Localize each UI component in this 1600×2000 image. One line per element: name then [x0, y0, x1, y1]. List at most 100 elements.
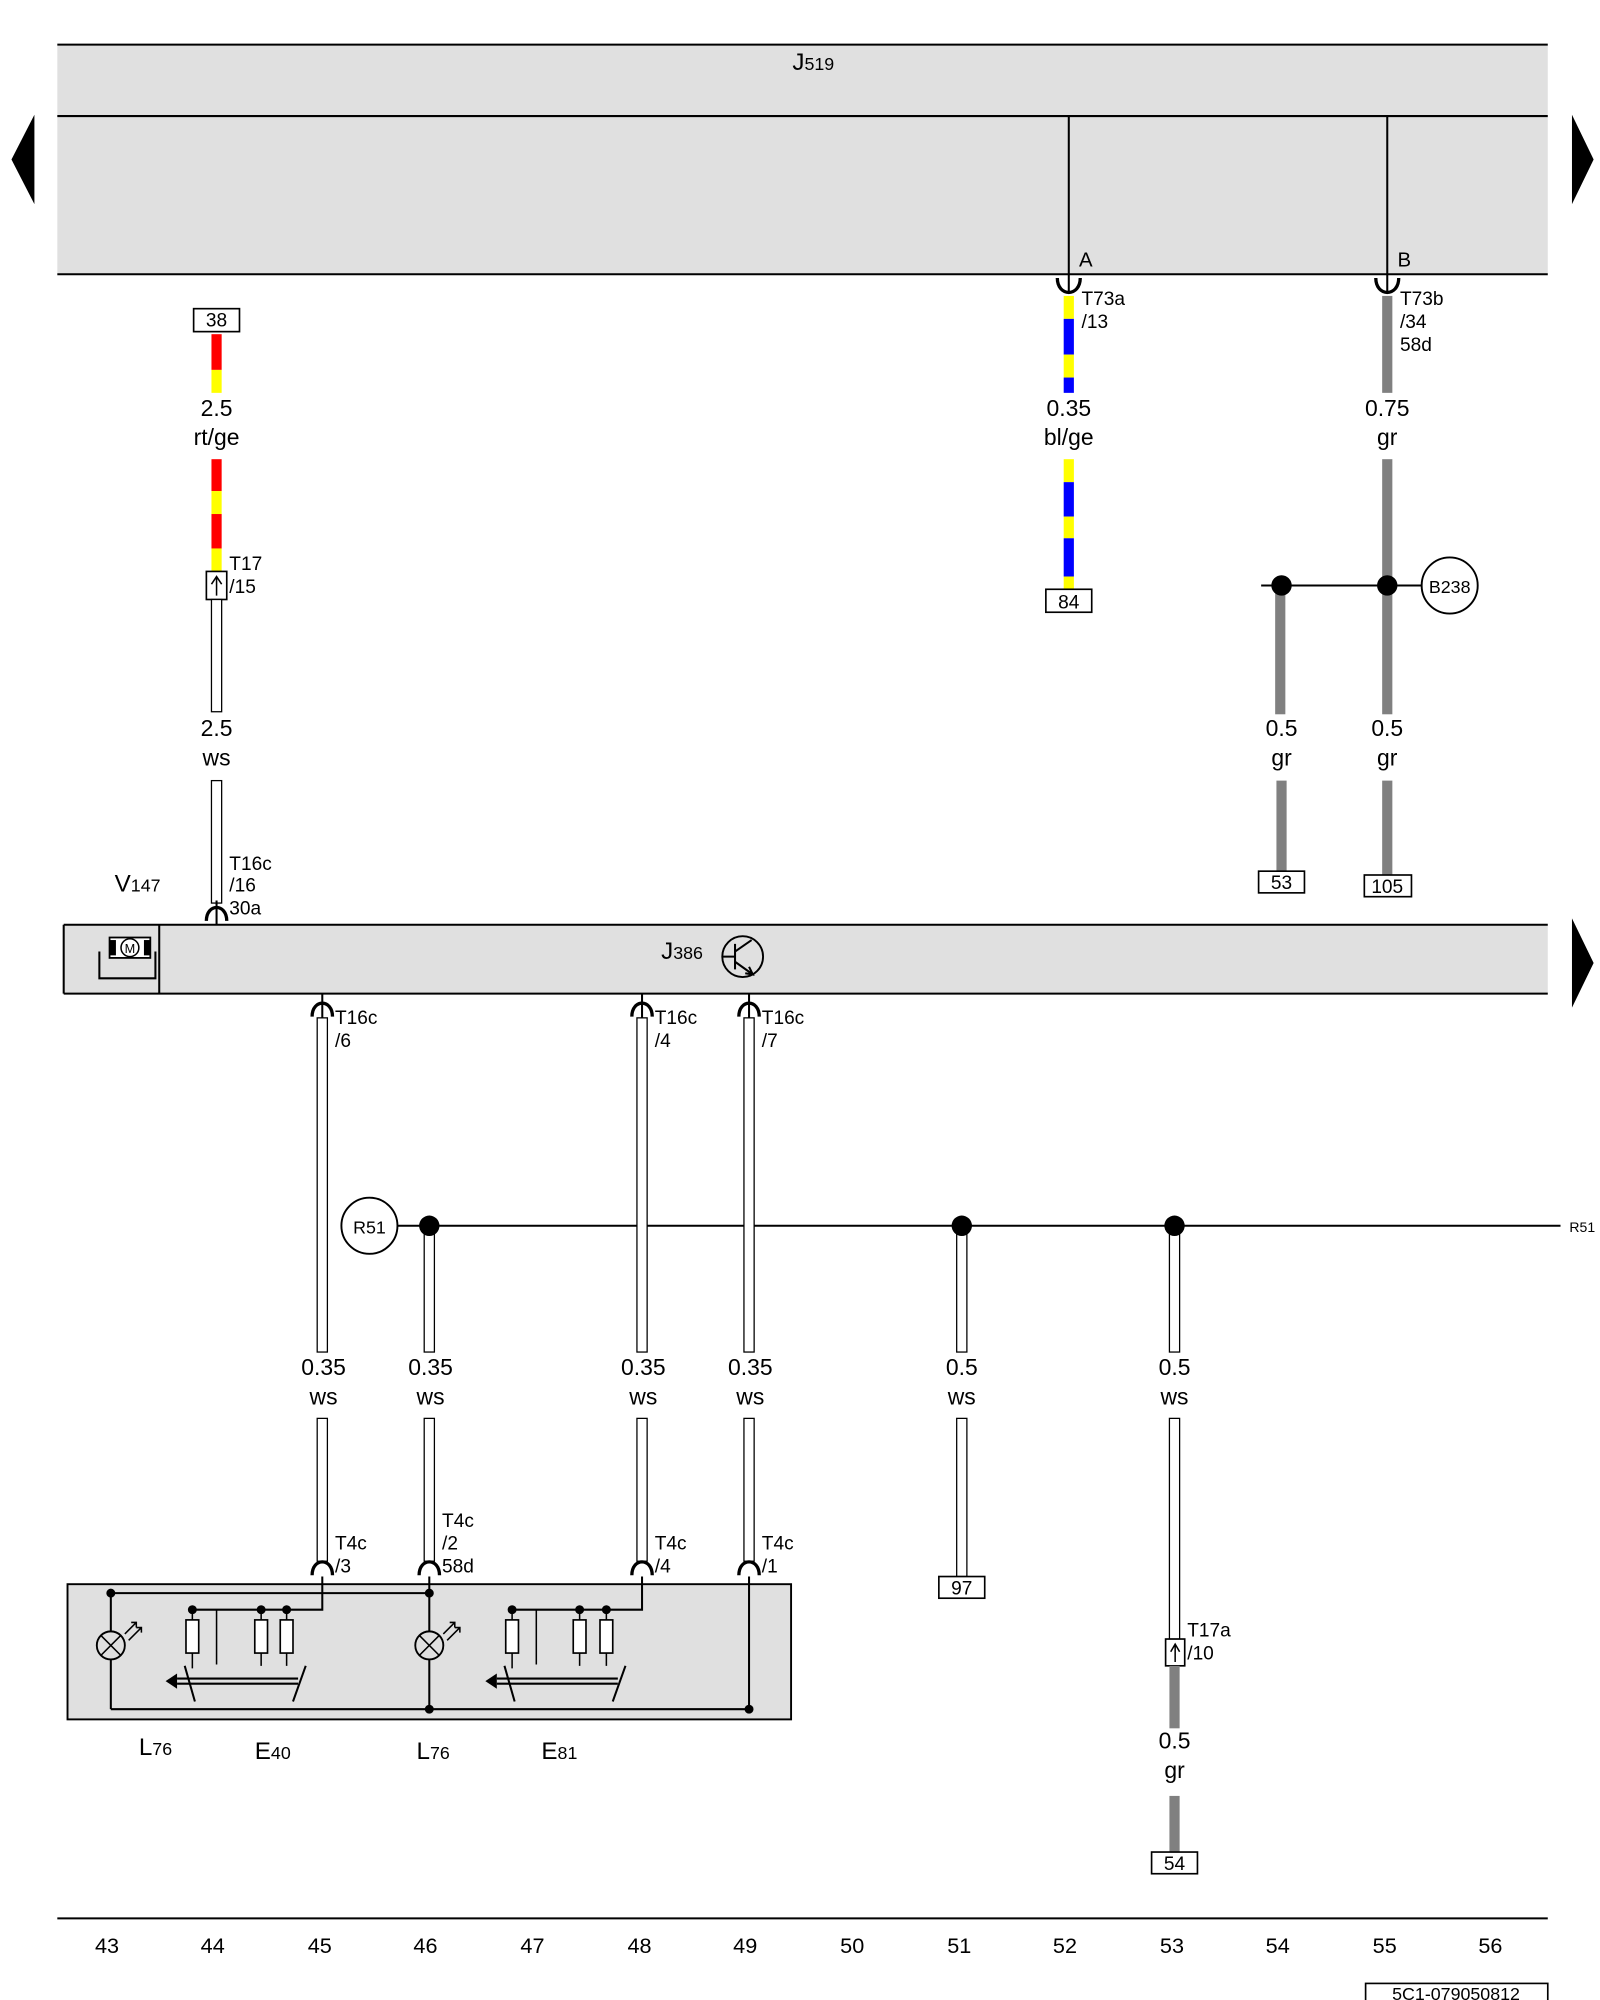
connector-arrow-icon — [210, 575, 223, 596]
connector-hook-icon — [1374, 277, 1401, 295]
junction-dot — [1164, 1215, 1185, 1236]
grid-column-number: 47 — [520, 1933, 544, 1958]
connector-t17-pin: /15 — [229, 577, 256, 598]
lamp-bulb — [414, 1630, 445, 1661]
wire-segment-blue — [1063, 318, 1074, 355]
reference-box — [192, 307, 241, 333]
wire-size-label: 0.35 — [1046, 395, 1091, 421]
resistor — [572, 1619, 587, 1654]
wire-segment-white — [743, 1017, 755, 1353]
junction-dot — [1271, 575, 1292, 596]
connector-t16c-name: T16c — [762, 1008, 805, 1029]
motor-rotor — [120, 938, 140, 958]
reference-box — [1150, 1851, 1199, 1875]
grid-column-number: 50 — [840, 1933, 864, 1958]
connector-hook-icon — [1055, 277, 1082, 295]
wire-column-52: T73a /13 0.35 bl/ge 84 — [1044, 277, 1125, 614]
connector-t73b-name: T73b — [1400, 289, 1444, 310]
reference-84: 84 — [1058, 592, 1080, 613]
wire-segment-white — [1168, 1225, 1181, 1353]
connector-hook-icon — [310, 1560, 335, 1576]
wire-segment-yellow — [1063, 576, 1074, 590]
wire-size-label: 0.35 — [621, 1354, 666, 1380]
connector-t4c-name: T4c — [335, 1534, 367, 1555]
wire-segment-white — [423, 1417, 436, 1562]
connector-t16c-name: T16c — [655, 1008, 698, 1029]
reference-53: 53 — [1271, 873, 1292, 894]
connector-t73a-pin: /13 — [1082, 312, 1109, 333]
continuation-left-arrow-icon — [11, 114, 35, 205]
light-rays-icon — [442, 1621, 461, 1641]
wire-size-label: 0.5 — [1159, 1354, 1191, 1380]
connector-t17-name: T17 — [229, 554, 262, 575]
connector-hook-icon — [737, 1560, 761, 1576]
grid-column-number: 53 — [1160, 1933, 1184, 1958]
splice-r51-continuation: R51 — [1569, 1219, 1595, 1235]
connector-t16c-pin: /16 — [229, 876, 256, 897]
reference-box — [1363, 874, 1413, 898]
wire-color-label: ws — [202, 744, 231, 770]
wire-size-label: 0.35 — [408, 1354, 453, 1380]
splice-b238-symbol — [1420, 556, 1479, 615]
control-unit-j519: J519 A B — [57, 43, 1548, 294]
wire-segment-yellow — [1063, 516, 1074, 539]
junction-dot — [1377, 575, 1398, 596]
wire-color-label: ws — [947, 1383, 976, 1409]
grid-column-number: 51 — [947, 1933, 971, 1958]
wire-segment-yellow — [211, 369, 222, 393]
connector-arrow-icon — [1170, 1642, 1181, 1662]
wire-segment-white — [743, 1417, 755, 1562]
connector-hook-icon — [417, 1560, 442, 1576]
grid-column-number: 46 — [413, 1933, 437, 1958]
j386-label: J386 — [661, 938, 703, 965]
wire-segment-blue — [1063, 377, 1074, 393]
wire-segment-white — [316, 1017, 329, 1353]
j386-body — [63, 924, 1548, 994]
wire-column-51: 0.5 ws 97 — [938, 1215, 986, 1599]
switch-e40-icon — [165, 1609, 307, 1702]
resistor — [599, 1619, 614, 1654]
wire-segment-yellow — [1063, 459, 1074, 483]
grid-column-number: 56 — [1478, 1933, 1502, 1958]
junction-dot — [424, 1704, 434, 1714]
j519-pin-b-label: B — [1397, 250, 1411, 272]
wire-segment-red — [211, 459, 222, 492]
wire-segment-yellow — [1063, 354, 1074, 378]
j519-body — [57, 44, 1548, 275]
wire-segment-gray — [1382, 295, 1393, 393]
wire-segment-red — [211, 514, 222, 549]
j519-pin-a-label: A — [1079, 250, 1093, 272]
lamp-icon — [414, 1621, 461, 1661]
switch-contacts — [183, 1665, 307, 1702]
reference-105: 105 — [1371, 877, 1403, 898]
component-switch-label: E40 — [255, 1738, 291, 1765]
continuation-right-arrow-icon — [1571, 114, 1594, 205]
switch-panel: L76 E40 L76 E81 — [66, 1576, 793, 1765]
motor-bracket — [98, 951, 157, 980]
connector-t16c-pin: /7 — [762, 1031, 778, 1052]
component-lamp-label: L76 — [417, 1738, 450, 1765]
splice-r51: R51 R51 — [340, 1196, 1595, 1255]
wire-segment-red — [211, 334, 222, 370]
connector-t16c-pin: /6 — [335, 1031, 351, 1052]
wire-color-label: gr — [1377, 744, 1398, 770]
reference-box — [1257, 870, 1306, 894]
connector-t4c-name: T4c — [655, 1534, 687, 1555]
wire-column-46: 0.35 ws T4c /2 58d — [408, 1215, 474, 1578]
wire-color-label: ws — [309, 1383, 338, 1409]
motor-icon: M — [98, 936, 157, 980]
lamp-filament — [418, 1634, 441, 1657]
junction-dot — [106, 1588, 116, 1598]
switch-e81-icon — [485, 1609, 627, 1702]
connector-t16c-name: T16c — [229, 854, 272, 875]
resistor — [185, 1619, 200, 1654]
switch-actuator-bar — [177, 1677, 299, 1685]
wire-color-label: ws — [628, 1383, 657, 1409]
connector-t73b-terminal: 58d — [1400, 335, 1432, 356]
motor-symbol-letter: M — [125, 941, 136, 956]
reference-box — [1045, 588, 1093, 614]
wire-segment-white — [636, 1417, 648, 1562]
resistor-leads — [511, 1609, 608, 1669]
grid-column-number: 45 — [308, 1933, 332, 1958]
connector-t16c-name: T16c — [335, 1008, 378, 1029]
